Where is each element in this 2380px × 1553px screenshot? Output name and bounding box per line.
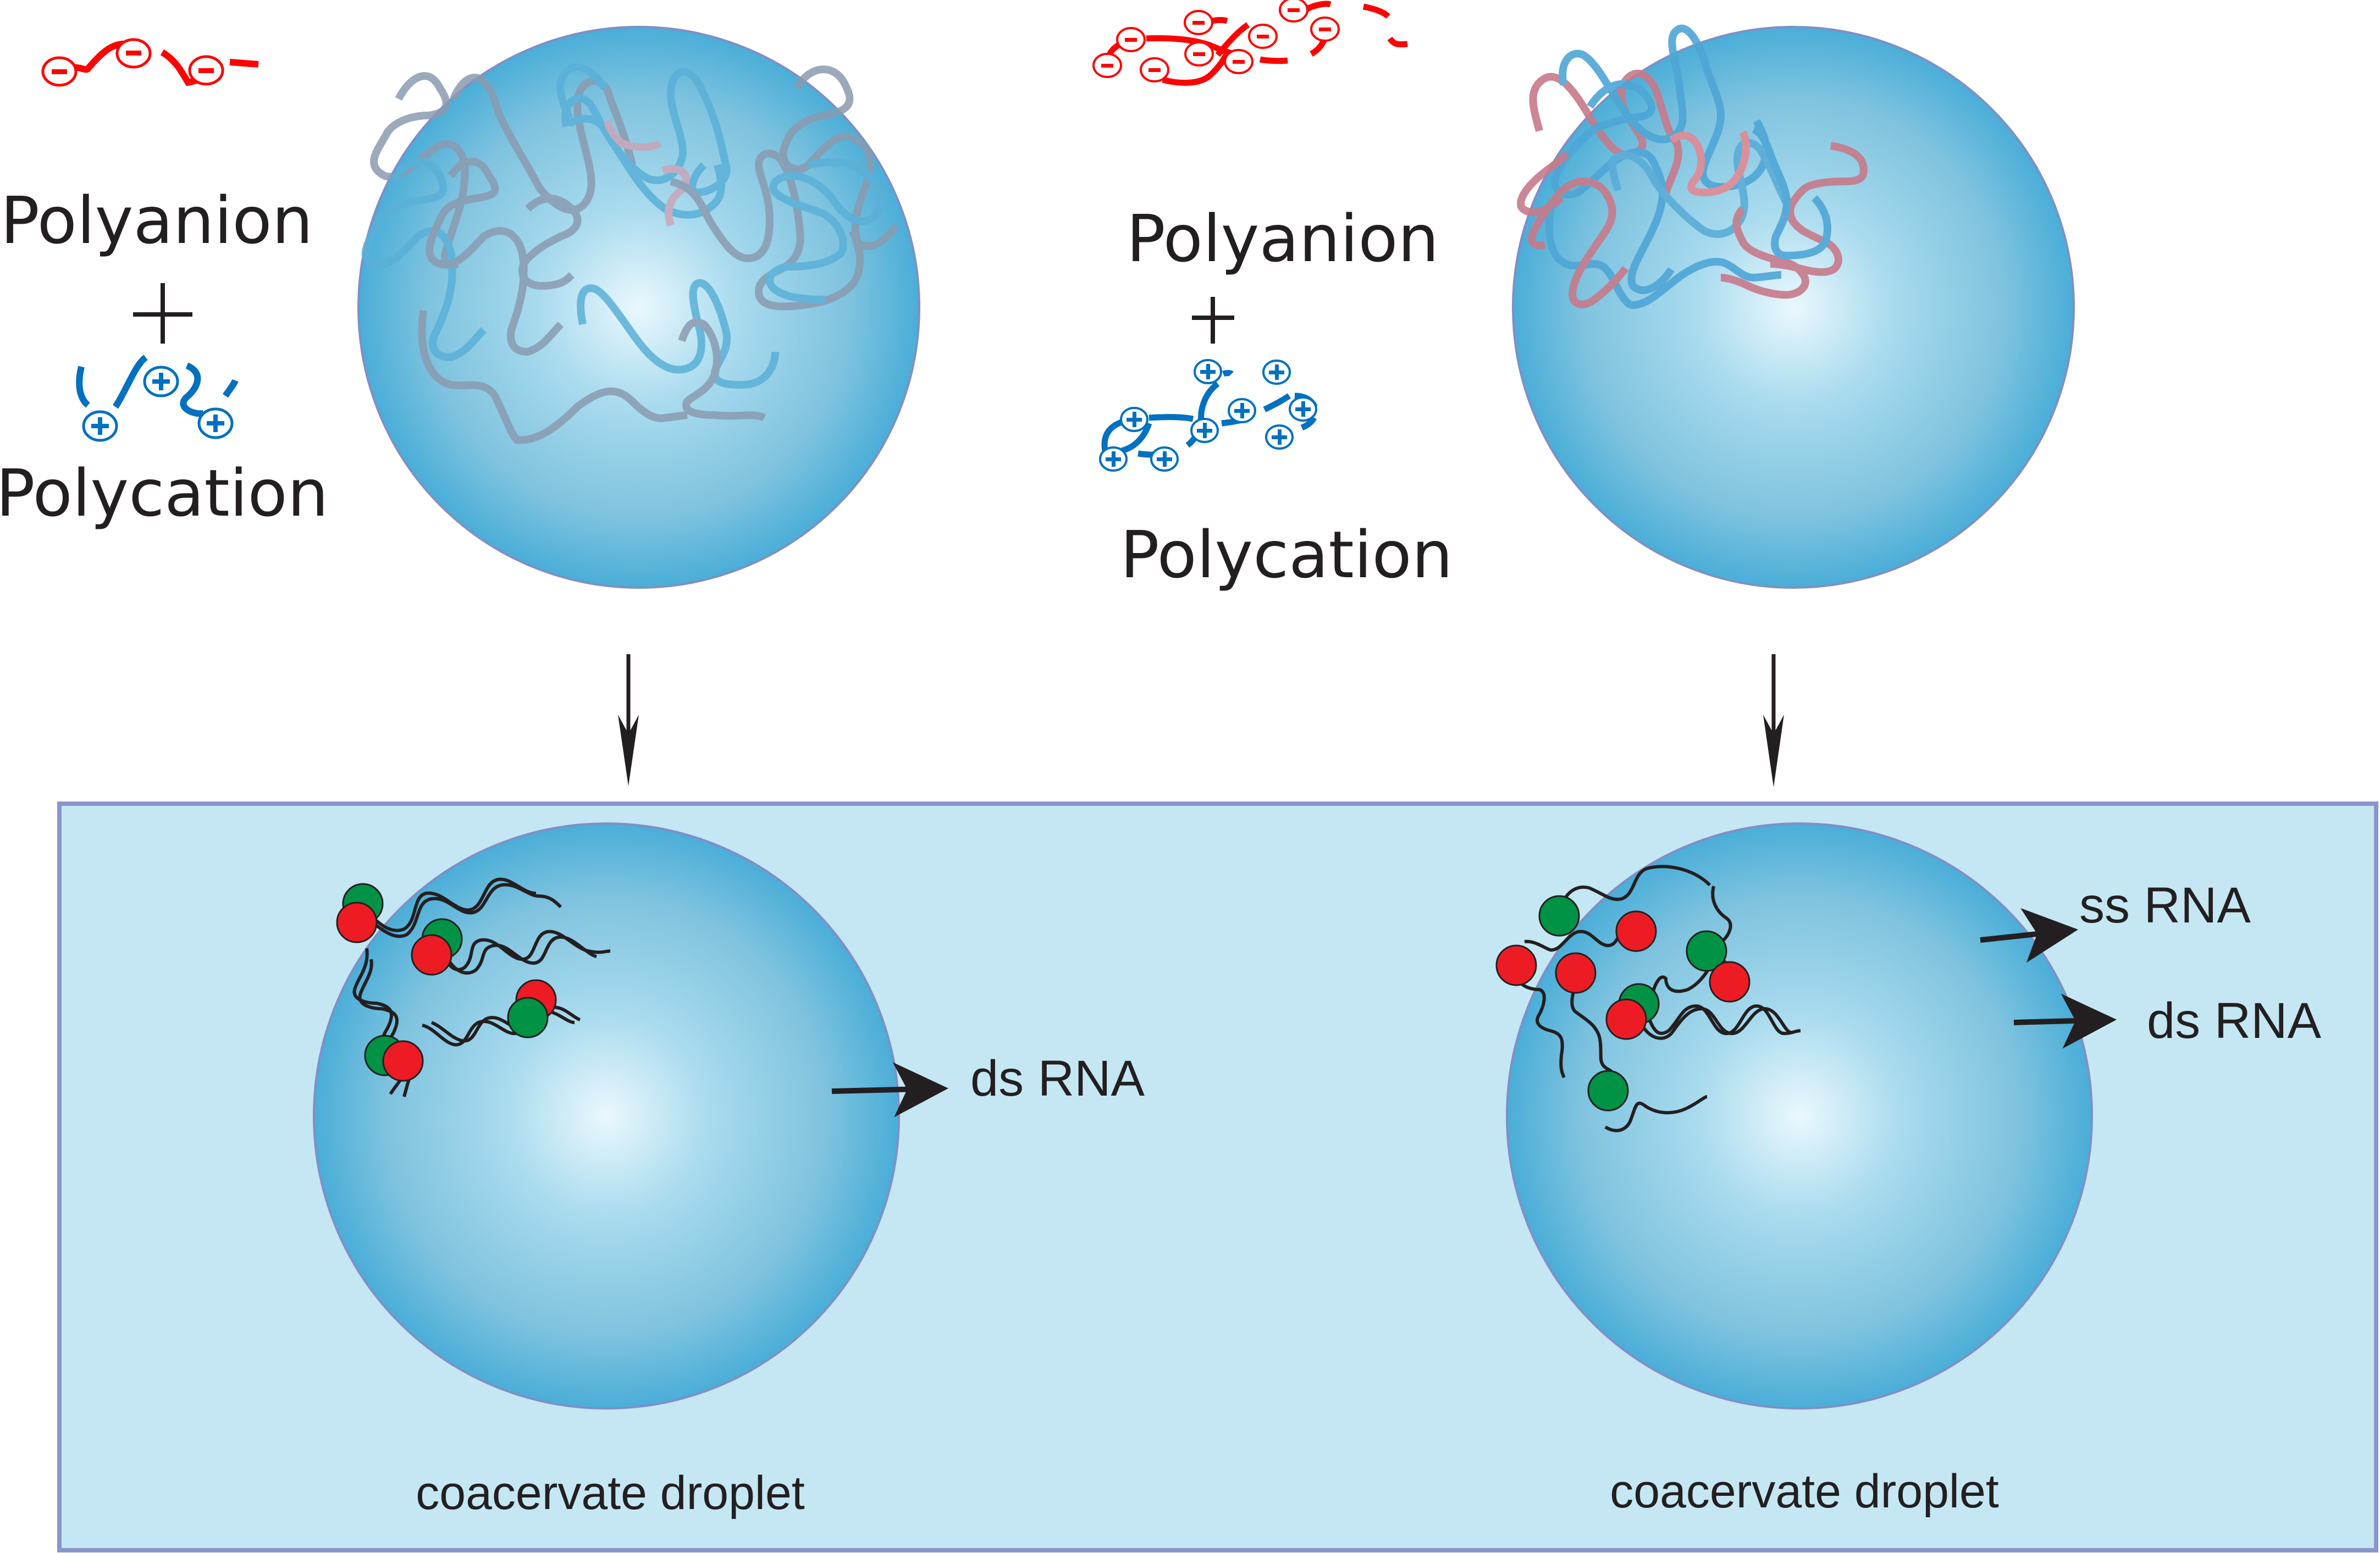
cation-charge bbox=[197, 407, 234, 439]
right-polyanion-chain bbox=[1092, 0, 1408, 86]
left-plus-operator bbox=[133, 283, 192, 344]
right-polycation-label: Polycation bbox=[1120, 517, 1453, 593]
red-bead bbox=[1615, 910, 1657, 952]
left-polyanion-chain bbox=[41, 38, 259, 87]
right-droplet-caption: coacervate droplet bbox=[1610, 1465, 1999, 1518]
right-ds-rna-helix bbox=[1642, 1004, 1801, 1040]
green-bead bbox=[507, 997, 549, 1038]
left-polymer-sphere bbox=[357, 26, 920, 589]
green-bead bbox=[1538, 895, 1580, 937]
cation-charges bbox=[1099, 359, 1317, 472]
left-droplet-caption: coacervate droplet bbox=[416, 1467, 805, 1519]
right-coacervate-droplet bbox=[1495, 822, 2093, 1410]
red-bead bbox=[1709, 961, 1751, 1003]
mixed-polymer-chains bbox=[1517, 24, 1868, 310]
left-polyanion-label: Polyanion bbox=[1, 183, 313, 258]
right-polyanion-label: Polyanion bbox=[1127, 201, 1439, 277]
left-down-arrow bbox=[618, 654, 639, 786]
red-bead bbox=[1605, 998, 1647, 1040]
anion-charge bbox=[188, 55, 224, 86]
left-coacervate-droplet bbox=[313, 822, 900, 1410]
left-polycation-label: Polycation bbox=[0, 455, 328, 531]
right-ss-rna-label: ss RNA bbox=[2079, 877, 2251, 933]
left-polycation-chain bbox=[76, 355, 239, 442]
anion-charge bbox=[115, 38, 152, 69]
left-ds-rna-pointer bbox=[831, 1062, 948, 1118]
right-plus-operator bbox=[1192, 297, 1234, 344]
cation-charge bbox=[143, 366, 179, 397]
red-bead bbox=[1555, 952, 1597, 994]
green-bead bbox=[1587, 1070, 1629, 1112]
anion-charge bbox=[41, 56, 78, 87]
right-polycation-chain bbox=[1099, 359, 1318, 472]
rna-beads bbox=[336, 883, 557, 1082]
red-bead bbox=[1495, 944, 1537, 986]
red-bead bbox=[382, 1040, 424, 1082]
left-ds-rna-label: ds RNA bbox=[970, 1051, 1145, 1107]
right-ss-rna-pointer bbox=[1980, 908, 2078, 963]
right-ds-rna-pointer bbox=[2013, 993, 2117, 1049]
red-bead bbox=[336, 902, 378, 943]
red-bead bbox=[411, 934, 452, 976]
right-ds-rna-label: ds RNA bbox=[2147, 993, 2322, 1049]
faded-polymer-chains bbox=[361, 63, 899, 444]
right-polymer-sphere bbox=[1512, 24, 2075, 589]
anion-charges bbox=[1092, 0, 1340, 82]
right-down-arrow bbox=[1763, 654, 1784, 787]
cation-charge bbox=[82, 410, 118, 442]
rna-beads bbox=[1495, 895, 1751, 1112]
green-bead bbox=[1686, 930, 1727, 972]
